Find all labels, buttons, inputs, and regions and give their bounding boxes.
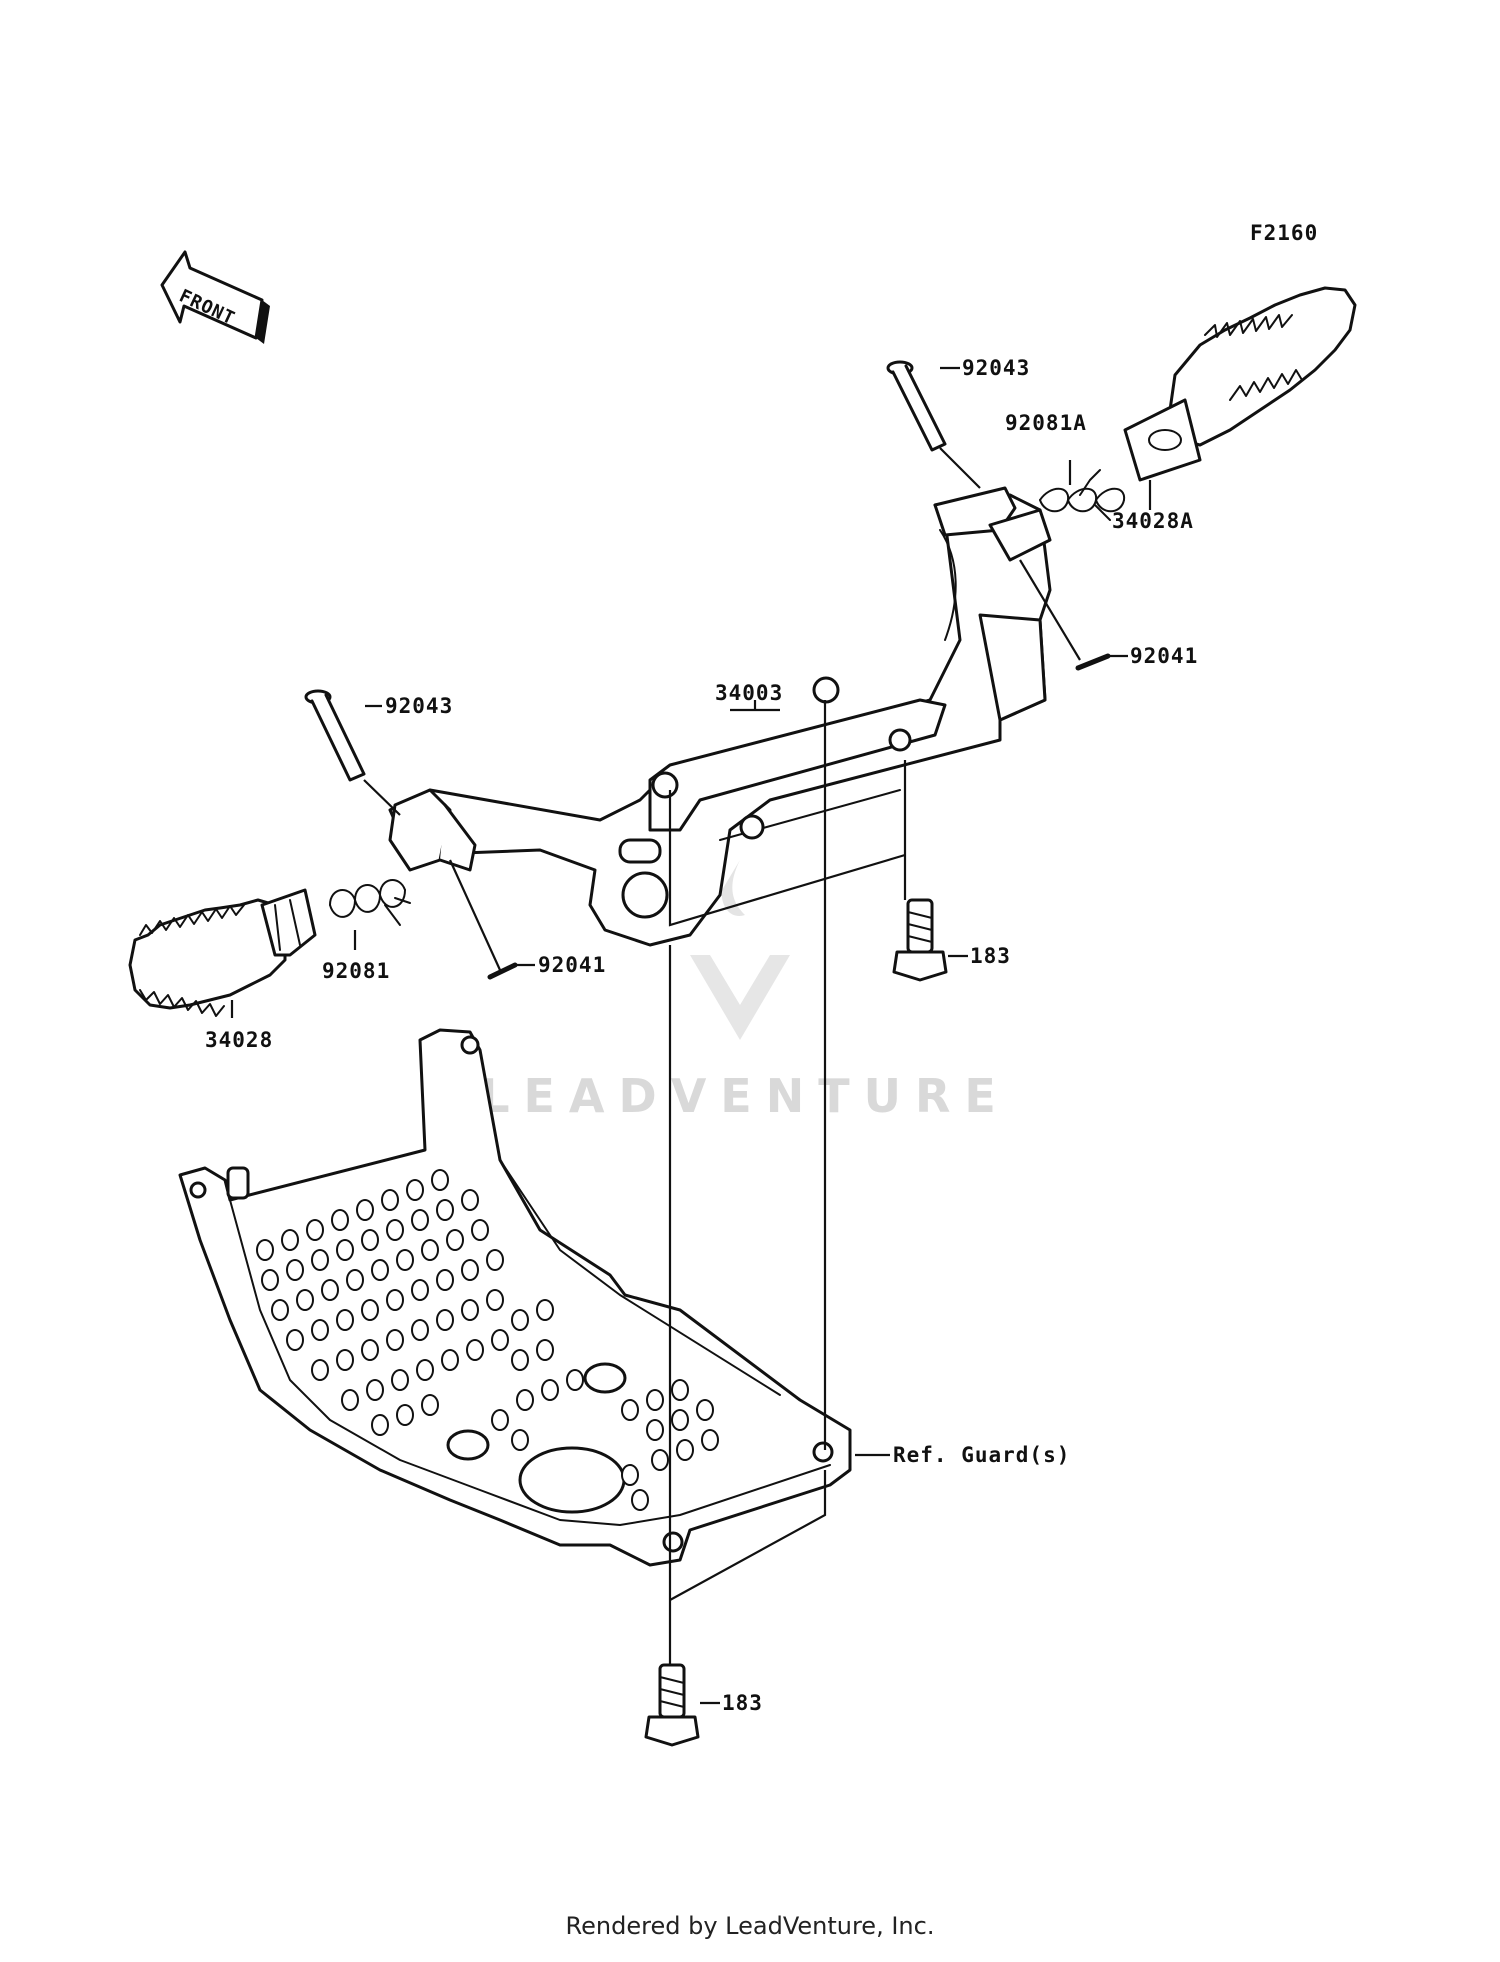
left-footpeg (128, 888, 317, 1017)
leader-lines (230, 366, 1152, 1705)
footer-credit: Rendered by LeadVenture, Inc. (565, 1912, 935, 1940)
callout-spring-left: 92081 (322, 959, 390, 983)
bolt-upper (892, 898, 948, 982)
callout-footpeg-left: 34028 (205, 1028, 273, 1052)
cotter-right (1075, 653, 1111, 671)
pin-left (304, 689, 366, 782)
callout-bracket: 34003 (715, 681, 783, 705)
callout-pin-left: 92043 (385, 694, 453, 718)
watermark: LEADVENTURE (480, 860, 1010, 1123)
callout-cotter-right: 92041 (1130, 644, 1198, 668)
spring-right (1039, 469, 1126, 521)
guard-vent-holes (256, 1169, 719, 1511)
callout-cotter-left: 92041 (538, 953, 606, 977)
callout-spring-right: 92081A (1005, 411, 1087, 435)
callout-pin-right: 92043 (962, 356, 1030, 380)
bolt-lower (644, 1663, 700, 1747)
right-footpeg (1123, 286, 1357, 482)
callout-footpeg-right: 34028A (1112, 509, 1194, 533)
guard-plate (178, 1028, 852, 1567)
pin-right (886, 360, 947, 452)
front-arrow-icon: FRONT (160, 250, 270, 344)
spring-left (329, 879, 411, 926)
watermark-text: LEADVENTURE (480, 1069, 1010, 1123)
callout-bolt-upper: 183 (970, 944, 1011, 968)
callout-bolt-lower: 183 (722, 1691, 763, 1715)
diagram-code: F2160 (1250, 221, 1318, 245)
cotter-left (487, 962, 518, 980)
footrest-bracket (388, 486, 1052, 947)
callout-ref-guard: Ref. Guard(s) (893, 1443, 1070, 1467)
